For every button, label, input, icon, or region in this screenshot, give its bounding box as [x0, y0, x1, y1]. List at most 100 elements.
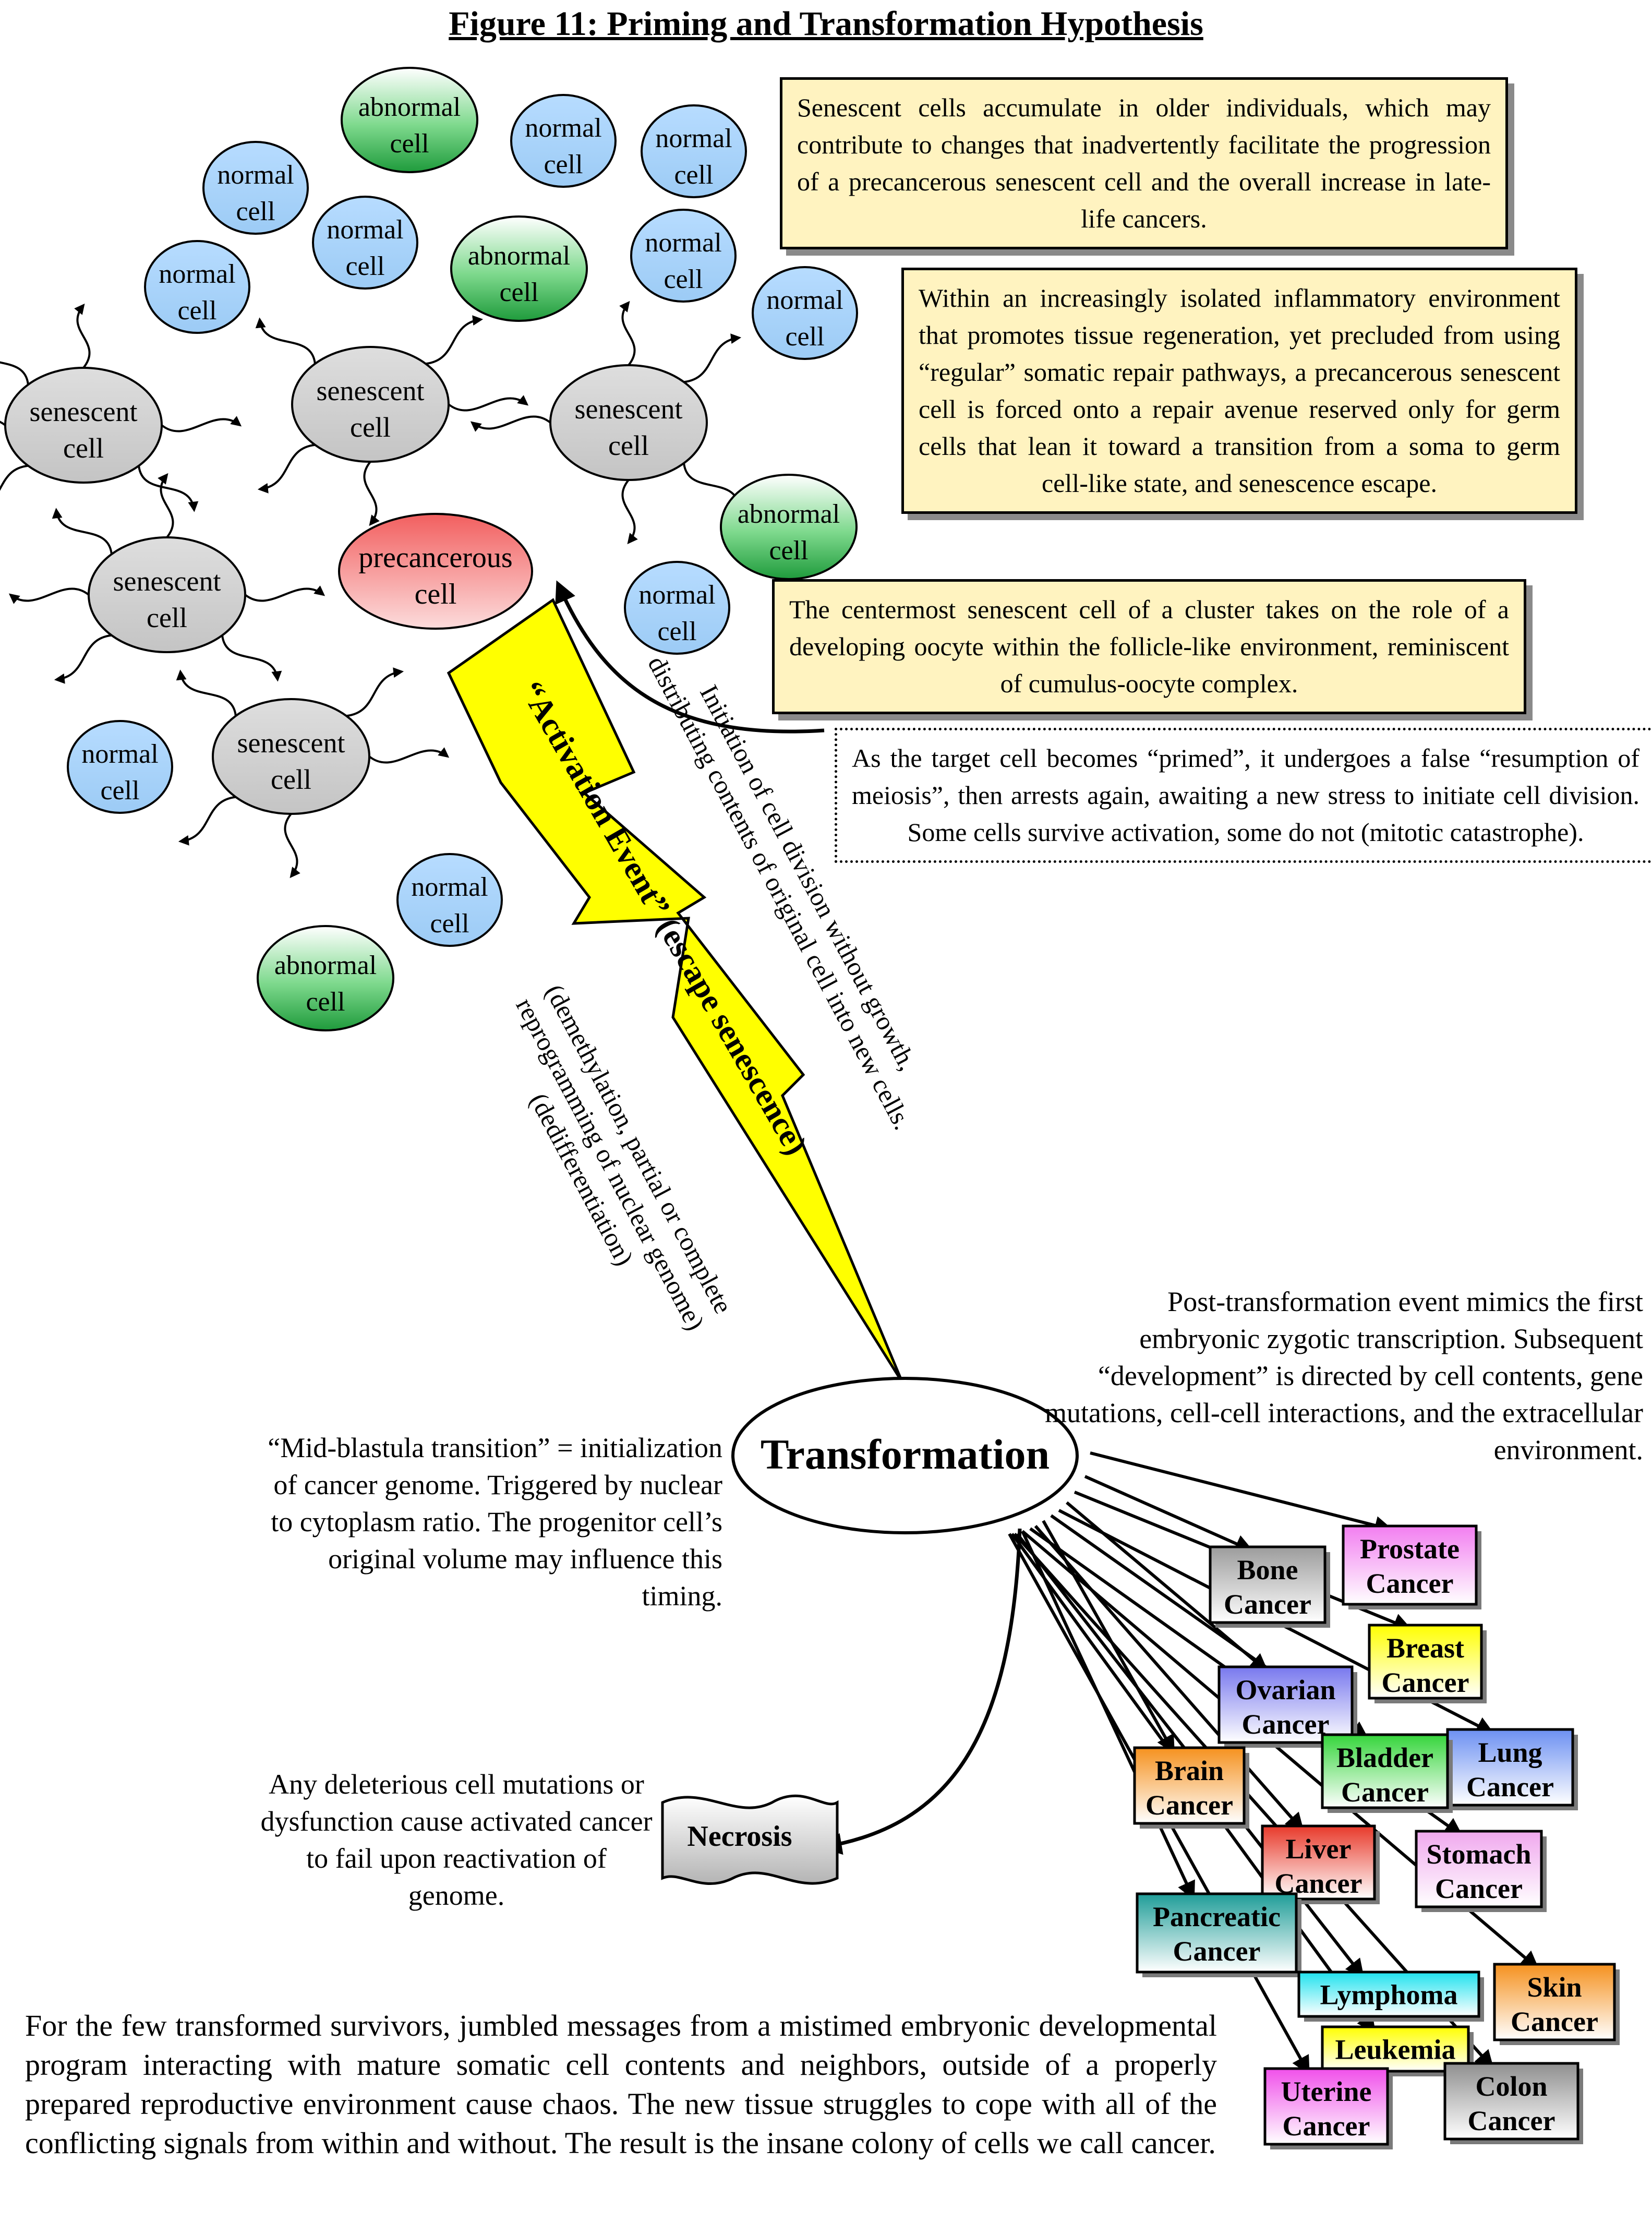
cancer-label: Cancer	[1468, 2105, 1555, 2136]
cancer-label: Brain	[1155, 1755, 1224, 1786]
signal-arrow	[284, 813, 300, 879]
transformation-node	[731, 1377, 1079, 1534]
cell-label: cell	[657, 617, 696, 646]
cell-label: normal	[638, 580, 715, 610]
signal-arrow	[470, 415, 551, 432]
cancer-label: Pancreatic	[1153, 1901, 1281, 1932]
cell-label: cell	[345, 251, 384, 281]
normal-cell: normal cell	[752, 266, 858, 360]
signal-arrows	[0, 301, 744, 879]
cell-label: abnormal	[738, 499, 840, 529]
figure-title: Figure 11: Priming and Transformation Hy…	[449, 5, 1203, 43]
cancer-arrow	[1084, 1475, 1254, 1553]
cancer-label: Skin	[1527, 1972, 1582, 2003]
cancer-label: Cancer	[1511, 2006, 1598, 2037]
cell-label: precancerous	[358, 542, 512, 574]
cancer-label: Cancer	[1341, 1776, 1429, 1808]
signal-arrow	[0, 361, 29, 385]
conclusion-text: For the few transformed survivors, jumbl…	[25, 2009, 1217, 2160]
cancer-label: Colon	[1475, 2071, 1547, 2102]
cell-label: senescent	[575, 393, 683, 425]
note-senescent-accumulate: Senescent cells accumulate in older indi…	[780, 77, 1508, 249]
cancer-arrow	[1090, 1451, 1394, 1535]
cell-label: normal	[766, 285, 843, 315]
cell-label: abnormal	[274, 951, 377, 980]
cancer-arrow	[1034, 1525, 1305, 1832]
cell-label: cell	[430, 909, 469, 939]
signal-arrow	[52, 508, 113, 555]
note-post-transformation: Post-transformation event mimics the fir…	[1044, 1286, 1643, 1465]
cancer-label: Lymphoma	[1320, 1979, 1457, 2011]
cell-label: cell	[147, 602, 187, 633]
cell-label: normal	[81, 739, 158, 769]
note-inflammatory-environment: Within an increasingly isolated inflamma…	[901, 268, 1577, 514]
abnormal-cell: abnormal cell	[257, 925, 394, 1031]
cell-label: cell	[177, 296, 216, 326]
cancer-label: Bladder	[1336, 1742, 1433, 1773]
transformation-label: Transformation	[761, 1431, 1050, 1478]
signal-arrow	[683, 333, 742, 383]
cell-label: normal	[525, 113, 601, 143]
signal-arrow	[8, 587, 90, 604]
cancer-label: Cancer	[1283, 2110, 1370, 2142]
cell-label: normal	[411, 872, 488, 902]
cancer-label: Cancer	[1382, 1667, 1469, 1698]
signal-arrow	[138, 465, 199, 512]
cancer-label: Cancer	[1224, 1589, 1311, 1620]
cancer-box-lymphoma: Lymphoma	[1297, 1970, 1484, 2022]
cell-label: cell	[63, 432, 104, 464]
cell-label: normal	[217, 160, 294, 190]
cancer-label: Cancer	[1366, 1568, 1454, 1599]
cancer-label: Breast	[1386, 1632, 1464, 1664]
normal-cell: normal cell	[510, 94, 617, 188]
cell-label: cell	[350, 412, 391, 443]
cancer-label: Lung	[1478, 1737, 1542, 1768]
cancer-label: Cancer	[1145, 1789, 1233, 1821]
signal-arrow	[74, 303, 91, 369]
cell-label: cell	[271, 764, 311, 795]
cancer-box-leukemia: Leukemia	[1321, 2025, 1474, 2076]
cancer-label: Cancer	[1435, 1873, 1523, 1904]
cell-label: cell	[236, 197, 275, 226]
signal-arrow	[178, 796, 236, 846]
signal-arrow	[346, 667, 404, 717]
cell-label: cell	[769, 536, 808, 566]
cell-label: cell	[785, 322, 824, 352]
normal-cell: normal cell	[312, 196, 418, 290]
cell-label: cell	[664, 265, 703, 294]
cancer-label: Cancer	[1173, 1936, 1261, 1967]
cell-label: cell	[100, 776, 139, 806]
note-centermost-cell: The centermost senescent cell of a clust…	[772, 579, 1526, 714]
signal-arrow	[158, 473, 174, 538]
cell-label: abnormal	[468, 241, 570, 271]
signal-arrow	[448, 395, 529, 412]
note-necrosis: Any deleterious cell mutations or dysfun…	[260, 1769, 653, 1911]
signal-arrow	[161, 416, 242, 432]
normal-cell: normal cell	[624, 561, 730, 655]
signal-arrow	[255, 317, 316, 364]
signal-arrow	[54, 634, 112, 684]
cell-label: normal	[327, 215, 403, 245]
necrosis-arrow	[819, 1528, 1022, 1855]
note-mid-blastula: “Mid-blastula transition” = initializati…	[268, 1432, 722, 1612]
cell-label: cell	[544, 150, 583, 179]
cancer-label: Liver	[1286, 1833, 1352, 1865]
cancer-label: Stomach	[1427, 1839, 1532, 1870]
cancer-label: Cancer	[1242, 1709, 1330, 1740]
cell-label: cell	[306, 987, 345, 1017]
